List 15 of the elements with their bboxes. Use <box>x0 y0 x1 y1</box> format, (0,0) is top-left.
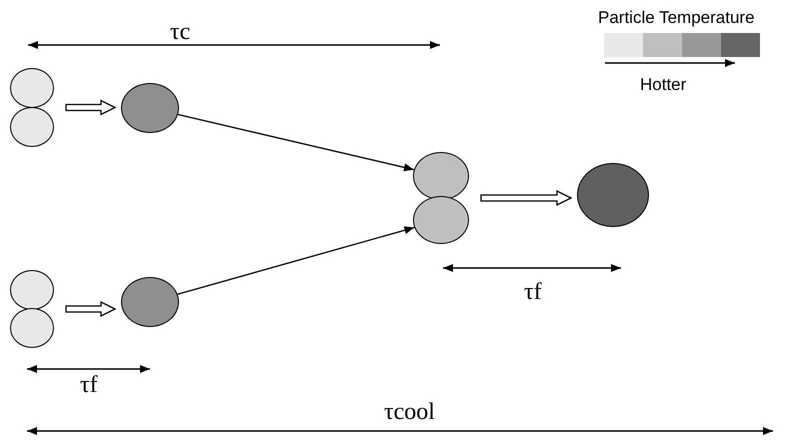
time-label: τf <box>524 280 542 304</box>
particle-circle <box>10 68 54 108</box>
particle-circle <box>10 270 54 310</box>
arrow <box>178 114 414 172</box>
time-label: τf <box>80 373 98 397</box>
scale-title: Particle Temperature <box>598 9 755 26</box>
particle-circle <box>10 107 54 147</box>
time-label: τc <box>170 20 190 44</box>
block-arrow <box>480 190 572 206</box>
particle-circle <box>10 308 54 348</box>
block-arrow <box>65 99 116 116</box>
arrow <box>177 226 415 295</box>
time-label: τcool <box>384 400 435 424</box>
block-arrow <box>65 300 116 318</box>
scale-label: Hotter <box>640 76 686 93</box>
